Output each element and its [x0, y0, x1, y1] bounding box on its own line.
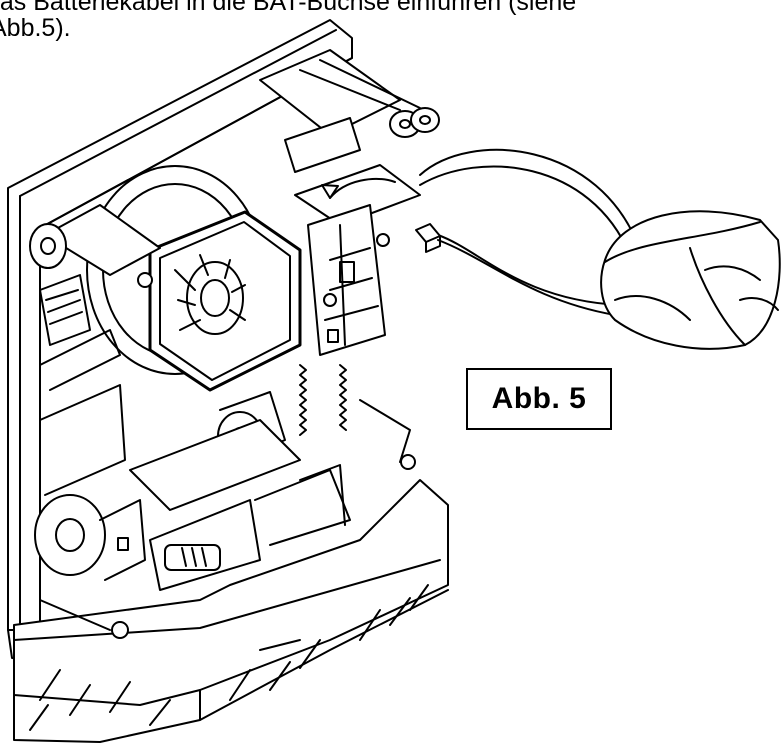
figure-caption: Abb. 5 [466, 368, 612, 430]
left-mounts [29, 204, 161, 496]
instruction-text-line-2: Abb.5). [0, 14, 71, 42]
battery-cable [419, 149, 641, 316]
battery-pack [600, 210, 781, 350]
instruction-text-line-1: das Batteriekabel in die BAT-Buchse einf… [0, 0, 577, 16]
front-base-tray [13, 479, 449, 743]
insert-arrow [321, 178, 396, 199]
lower-mechanism [129, 391, 416, 591]
top-rollers [259, 49, 440, 173]
springs [299, 364, 347, 436]
siren-speaker [86, 165, 302, 392]
circuit-board [294, 164, 421, 356]
bottom-left-wheel [34, 494, 146, 639]
battery-connector [415, 223, 441, 253]
